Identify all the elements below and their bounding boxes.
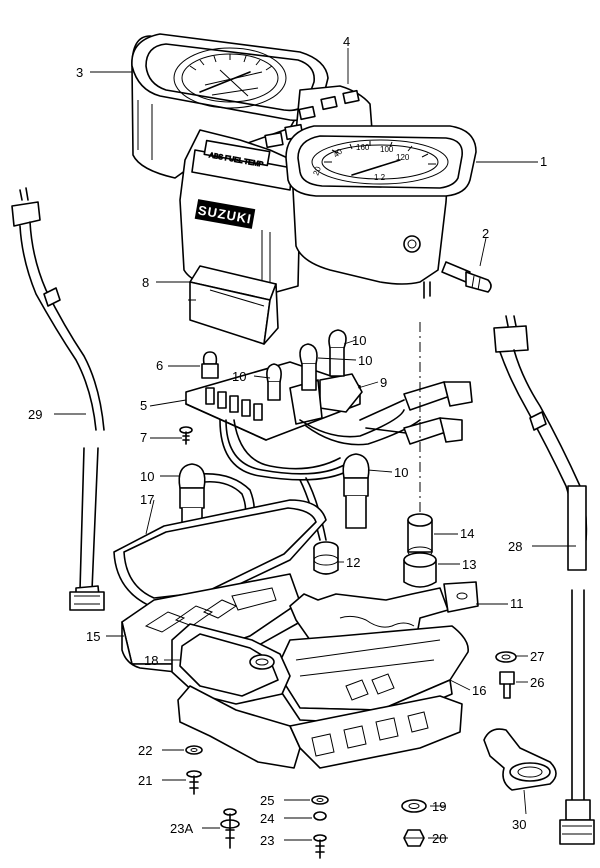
- part-1-speedometer: 20 40 160 100 120 1 2: [285, 125, 477, 299]
- part-8-bracket: [188, 265, 279, 345]
- part-2-reset-knob: [441, 261, 492, 293]
- part-6-bulb: [201, 351, 219, 379]
- callout-26: 26: [530, 675, 544, 690]
- bulb-socket-row: [205, 387, 263, 421]
- callout-2: 2: [482, 226, 489, 241]
- callout-6: 6: [156, 358, 163, 373]
- callout-4: 4: [343, 34, 350, 49]
- callout-22: 22: [138, 743, 152, 758]
- wiring-harness: [199, 381, 473, 552]
- callout-23: 23: [260, 833, 274, 848]
- leader-lines: [54, 48, 576, 841]
- callout-1: 1: [540, 154, 547, 169]
- part-5-socket-plate: [185, 329, 363, 441]
- callout-27: 27: [530, 649, 544, 664]
- callout-30: 30: [512, 817, 526, 832]
- callout-10-d: 10: [140, 469, 154, 484]
- callout-17: 17: [140, 492, 154, 507]
- callout-18: 18: [144, 653, 158, 668]
- parts-12-13-14-grommets: [313, 322, 437, 588]
- part-3-tachometer: [131, 33, 329, 179]
- svg-text:1 2: 1 2: [374, 173, 386, 182]
- callout-10-c: 10: [232, 369, 246, 384]
- callout-12: 12: [346, 555, 360, 570]
- brand-plate: [194, 199, 256, 229]
- svg-text:120: 120: [396, 153, 410, 162]
- callout-8: 8: [142, 275, 149, 290]
- callout-10-b: 10: [358, 353, 372, 368]
- svg-text:100: 100: [380, 145, 394, 154]
- callout-25: 25: [260, 793, 274, 808]
- part-18-lower-center-case: [171, 623, 291, 705]
- callout-20: 20: [432, 831, 446, 846]
- callout-29: 29: [28, 407, 42, 422]
- callout-11: 11: [510, 596, 524, 611]
- part-17-gasket: [113, 499, 327, 607]
- callout-23a: 23A: [170, 821, 193, 836]
- callout-7: 7: [140, 430, 147, 445]
- callout-28: 28: [508, 539, 522, 554]
- callout-9: 9: [380, 375, 387, 390]
- bottom-cover: [177, 685, 463, 769]
- callout-13: 13: [462, 557, 476, 572]
- part-28-speedo-cable: [493, 315, 595, 845]
- callout-21: 21: [138, 773, 152, 788]
- callout-5: 5: [140, 398, 147, 413]
- callout-19: 19: [432, 799, 446, 814]
- part-29-tacho-cable: [11, 187, 105, 611]
- callout-24: 24: [260, 811, 274, 826]
- callout-labels: 3 4 1 2 8 10 10 10 6 9 5 29 7 10 10 17 1…: [28, 34, 547, 848]
- hardware: [185, 651, 517, 859]
- svg-text:160: 160: [356, 143, 370, 152]
- part-30-cable-boot: [483, 728, 557, 791]
- center-meter-body: ABS FUEL TEMP SUZUKI: [179, 129, 301, 297]
- callout-10-e: 10: [394, 465, 408, 480]
- callout-16: 16: [472, 683, 486, 698]
- callout-10-a: 10: [352, 333, 366, 348]
- svg-text:20: 20: [311, 165, 323, 177]
- callout-15: 15: [86, 629, 100, 644]
- callout-3: 3: [76, 65, 83, 80]
- callout-14: 14: [460, 526, 474, 541]
- part-7-screw: [179, 426, 193, 445]
